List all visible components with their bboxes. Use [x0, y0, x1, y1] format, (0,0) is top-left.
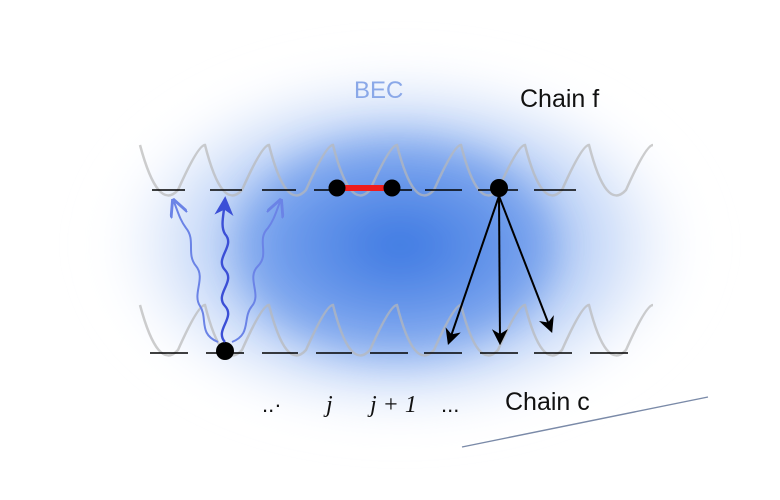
site-dots-left: ..· — [262, 392, 282, 417]
potential-wells-f — [138, 143, 654, 197]
wavy-arrow-icon — [174, 200, 280, 343]
site-j-plus-1-text: j + 1 — [367, 392, 417, 418]
site-j-plus-1-label: j + 1 — [367, 392, 417, 418]
atom-dot-icon — [490, 179, 508, 197]
chain-c-label: Chain c — [505, 388, 590, 416]
atom-dot-icon — [383, 179, 401, 197]
corner-line — [461, 396, 709, 448]
atom-dot-icon — [216, 342, 234, 360]
site-j-label: j — [323, 392, 333, 418]
chain-f-label: Chain f — [520, 85, 599, 113]
atom-dot-icon — [328, 179, 346, 197]
straight-arrow-icon — [445, 195, 554, 346]
site-dots-right: ... — [441, 392, 459, 417]
bec-label: BEC — [354, 77, 403, 104]
